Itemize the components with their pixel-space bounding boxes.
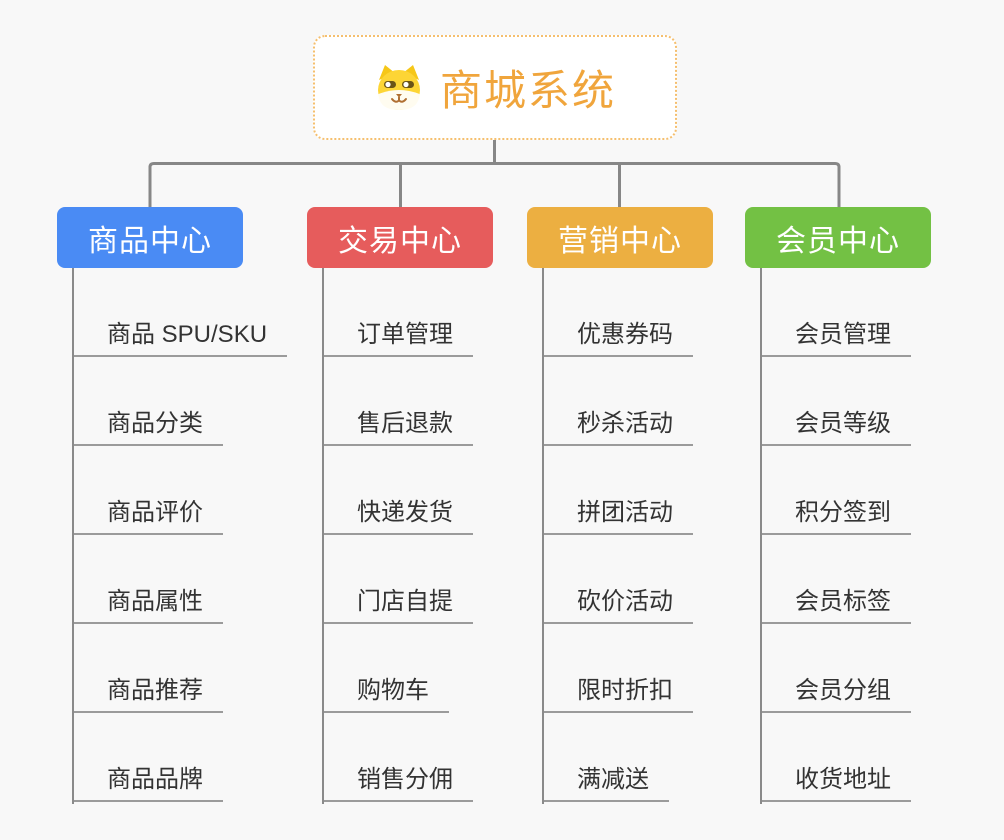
leaf-node[interactable]: 门店自提	[322, 581, 473, 624]
leaf-node-row: 会员等级	[760, 357, 995, 446]
leaf-node[interactable]: 会员等级	[760, 403, 911, 446]
leaf-node-row: 门店自提	[322, 535, 557, 624]
leaf-node-row: 商品推荐	[72, 624, 307, 713]
leaf-node[interactable]: 限时折扣	[542, 670, 693, 713]
leaf-node[interactable]: 会员分组	[760, 670, 911, 713]
leaf-node[interactable]: 售后退款	[322, 403, 473, 446]
leaf-node-row: 销售分佣	[322, 713, 557, 802]
branch-node-product-center[interactable]: 商品中心	[57, 207, 243, 268]
branch-items: 订单管理 售后退款 快递发货 门店自提 购物车 销售分佣	[322, 268, 557, 802]
leaf-node-row: 快递发货	[322, 446, 557, 535]
leaf-node-row: 售后退款	[322, 357, 557, 446]
leaf-node[interactable]: 满减送	[542, 759, 669, 802]
leaf-node-row: 会员管理	[760, 268, 995, 357]
branch-items: 商品 SPU/SKU 商品分类 商品评价 商品属性 商品推荐 商品品牌	[72, 268, 307, 802]
leaf-node-row: 商品 SPU/SKU	[72, 268, 307, 357]
leaf-node[interactable]: 销售分佣	[322, 759, 473, 802]
branch-column-marketing-center: 营销中心 优惠券码 秒杀活动 拼团活动 砍价活动 限时折扣 满减送	[527, 207, 777, 804]
leaf-node-row: 拼团活动	[542, 446, 777, 535]
root-node-title: 商城系统	[439, 67, 616, 114]
leaf-node[interactable]: 商品属性	[72, 581, 223, 624]
branch-items: 优惠券码 秒杀活动 拼团活动 砍价活动 限时折扣 满减送	[542, 268, 777, 802]
leaf-node-row: 会员分组	[760, 624, 995, 713]
branch-node-marketing-center[interactable]: 营销中心	[527, 207, 713, 268]
leaf-node-row: 秒杀活动	[542, 357, 777, 446]
branch-node-member-center[interactable]: 会员中心	[745, 207, 931, 268]
leaf-node-row: 砍价活动	[542, 535, 777, 624]
leaf-node-row: 商品分类	[72, 357, 307, 446]
leaf-node[interactable]: 优惠券码	[542, 314, 693, 357]
dog-face-icon	[377, 64, 420, 110]
leaf-node[interactable]: 秒杀活动	[542, 403, 693, 446]
leaf-node[interactable]: 商品品牌	[72, 759, 223, 802]
leaf-node-row: 商品评价	[72, 446, 307, 535]
branch-trunk-line	[322, 268, 324, 804]
leaf-node-row: 购物车	[322, 624, 557, 713]
branch-trunk-line	[760, 268, 762, 804]
leaf-node[interactable]: 商品 SPU/SKU	[72, 314, 288, 357]
leaf-node[interactable]: 商品分类	[72, 403, 223, 446]
leaf-node[interactable]: 砍价活动	[542, 581, 693, 624]
leaf-node-row: 商品属性	[72, 535, 307, 624]
leaf-node[interactable]: 订单管理	[322, 314, 473, 357]
leaf-node-row: 积分签到	[760, 446, 995, 535]
leaf-node[interactable]: 收货地址	[760, 759, 911, 802]
leaf-node[interactable]: 商品评价	[72, 492, 223, 535]
branch-column-product-center: 商品中心 商品 SPU/SKU 商品分类 商品评价 商品属性 商品推荐 商品品牌	[57, 207, 307, 804]
branch-items: 会员管理 会员等级 积分签到 会员标签 会员分组 收货地址	[760, 268, 995, 802]
branch-trunk-line	[72, 268, 74, 804]
root-node[interactable]: 商城系统	[313, 35, 677, 140]
leaf-node[interactable]: 积分签到	[760, 492, 911, 535]
branch-trunk-line	[542, 268, 544, 804]
leaf-node[interactable]: 会员标签	[760, 581, 911, 624]
leaf-node[interactable]: 快递发货	[322, 492, 473, 535]
leaf-node-row: 订单管理	[322, 268, 557, 357]
leaf-node-row: 满减送	[542, 713, 777, 802]
leaf-node-row: 会员标签	[760, 535, 995, 624]
leaf-node-row: 收货地址	[760, 713, 995, 802]
branch-column-trade-center: 交易中心 订单管理 售后退款 快递发货 门店自提 购物车 销售分佣	[307, 207, 557, 804]
leaf-node-row: 限时折扣	[542, 624, 777, 713]
leaf-node[interactable]: 拼团活动	[542, 492, 693, 535]
branch-node-trade-center[interactable]: 交易中心	[307, 207, 493, 268]
branch-column-member-center: 会员中心 会员管理 会员等级 积分签到 会员标签 会员分组 收货地址	[745, 207, 995, 804]
leaf-node[interactable]: 会员管理	[760, 314, 911, 357]
leaf-node[interactable]: 商品推荐	[72, 670, 223, 713]
leaf-node[interactable]: 购物车	[322, 670, 449, 713]
leaf-node-row: 优惠券码	[542, 268, 777, 357]
leaf-node-row: 商品品牌	[72, 713, 307, 802]
